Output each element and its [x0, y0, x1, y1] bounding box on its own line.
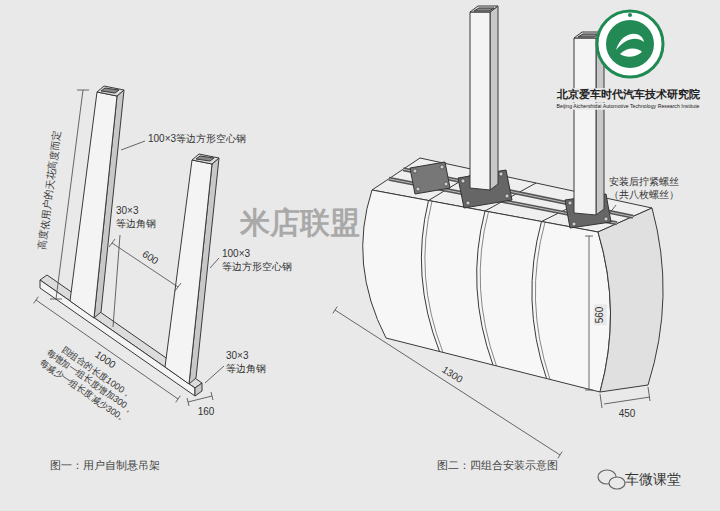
dimension-value: 600: [138, 247, 162, 269]
callout-note: 安装后拧紧螺丝 （共八枚螺丝）: [609, 176, 689, 201]
dimension-value: 560: [594, 305, 607, 326]
material-note: 100×3 等边方形空心钢: [222, 248, 297, 273]
logo-text: 北京爱车时代汽车技术研究院: [555, 88, 702, 102]
source-mark: 车微课堂: [625, 471, 681, 489]
institute-logo: [597, 11, 663, 77]
leader-lines: [113, 141, 224, 383]
dimension-lines: [333, 205, 650, 458]
dimension-value: 450: [619, 408, 636, 421]
figure-caption: 图一：用户自制悬吊架: [50, 459, 160, 473]
material-note: 30×3 等边角钢: [226, 350, 276, 375]
wechat-icon: [598, 470, 625, 489]
material-note: 100×3等边方形空心钢: [148, 133, 246, 146]
dimension-note: 高度依用户的天花高度而定: [36, 130, 64, 251]
watermark: 米店联盟: [238, 204, 362, 242]
dimension-value: 1300: [438, 363, 467, 388]
dimension-value: 160: [198, 406, 215, 419]
material-note: 30×3 等边角钢: [116, 205, 166, 230]
logo-subtext: Beijing Aichershidai Automotive Technolo…: [555, 103, 702, 110]
hanging-posts: [470, 6, 604, 215]
figure-caption: 图二：四组合安装示意图: [437, 459, 558, 473]
